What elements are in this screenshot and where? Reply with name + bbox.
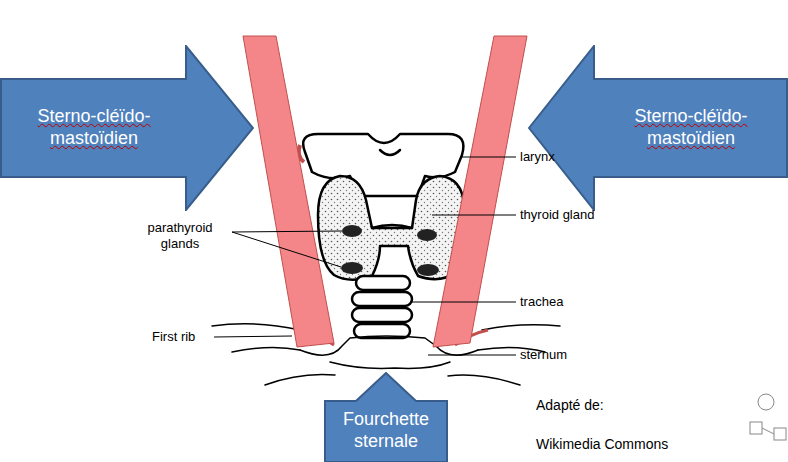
parathyroid-gland: [417, 264, 439, 276]
callout-text: Sterno-cléïdo- mastoïdien: [598, 106, 784, 149]
arrow-callout: Sterno-cléïdo- mastoïdien: [0, 45, 254, 211]
parathyroid-gland: [342, 225, 362, 237]
part-label: parathyroid glands: [132, 220, 228, 253]
arrow-callout: Sterno-cléïdo- mastoïdien: [528, 45, 788, 211]
part-label: Wikimedia Commons: [536, 436, 668, 454]
callout-text: Fourchette sternale: [326, 409, 446, 452]
arrow-callout: Fourchette sternale: [324, 372, 448, 462]
part-label: thyroid gland: [520, 207, 594, 223]
muscle-band: [433, 36, 527, 347]
part-label: sternum: [520, 347, 567, 363]
thyroid-gland-shape: [318, 176, 465, 280]
parathyroid-gland: [417, 229, 437, 241]
part-label: trachea: [520, 294, 563, 310]
callout-text: Sterno-cléïdo- mastoïdien: [4, 106, 184, 149]
part-label: Adapté de:: [536, 397, 604, 415]
muscle-band: [243, 36, 334, 347]
part-label: First rib: [152, 329, 195, 345]
reset-icon: [750, 394, 786, 440]
parathyroid-gland: [341, 262, 363, 274]
part-label: larynx: [520, 149, 555, 165]
